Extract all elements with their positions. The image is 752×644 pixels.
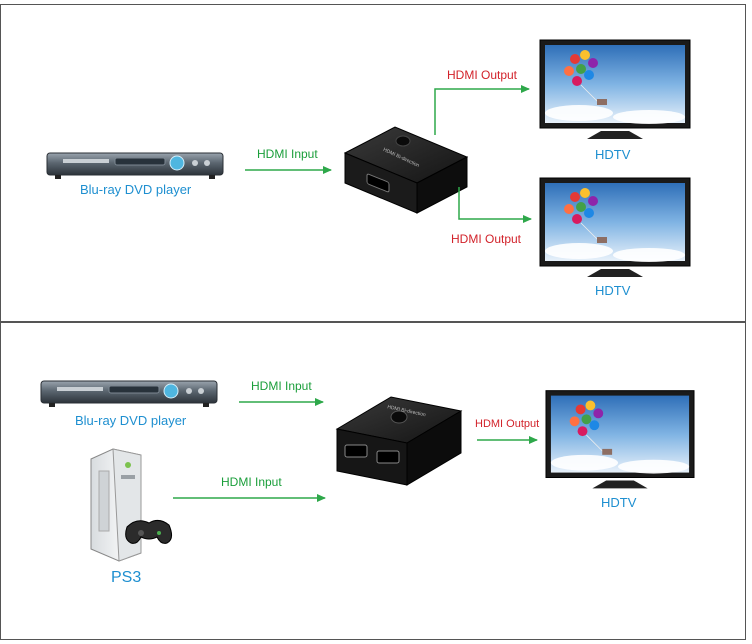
input-arrow-1: [237, 395, 327, 409]
source-label: Blu-ray DVD player: [80, 182, 191, 197]
hdtv-icon: [539, 39, 691, 143]
bluray-player-icon: [39, 379, 219, 409]
output-arrow: [475, 433, 541, 447]
tv-label: HDTV: [601, 495, 636, 510]
input-arrow: [243, 163, 335, 177]
source-label-2: PS3: [111, 569, 141, 587]
output-arrow-1: [429, 79, 535, 139]
top-panel: Blu-ray DVD player HDMI Input HDMI Bi-di…: [0, 4, 746, 322]
game-console-icon: [83, 445, 179, 565]
tv-label-1: HDTV: [595, 147, 630, 162]
source-label-1: Blu-ray DVD player: [75, 413, 186, 428]
output-arrow-2: [453, 185, 537, 225]
output-label-1: HDMI Output: [447, 68, 517, 82]
output-label: HDMI Output: [475, 418, 539, 430]
input-arrow-2: [171, 491, 329, 505]
output-label-2: HDMI Output: [451, 232, 521, 246]
hdmi-switch-icon: HDMI Bi-direction: [331, 389, 467, 491]
input-label-2: HDMI Input: [221, 475, 282, 489]
input-label: HDMI Input: [257, 147, 318, 161]
input-label-1: HDMI Input: [251, 379, 312, 393]
bluray-player-icon: [45, 151, 225, 181]
hdtv-icon: [545, 389, 695, 493]
hdtv-icon: [539, 177, 691, 281]
bottom-panel: Blu-ray DVD player PS3 HDMI Input HDMI I…: [0, 322, 746, 640]
tv-label-2: HDTV: [595, 283, 630, 298]
